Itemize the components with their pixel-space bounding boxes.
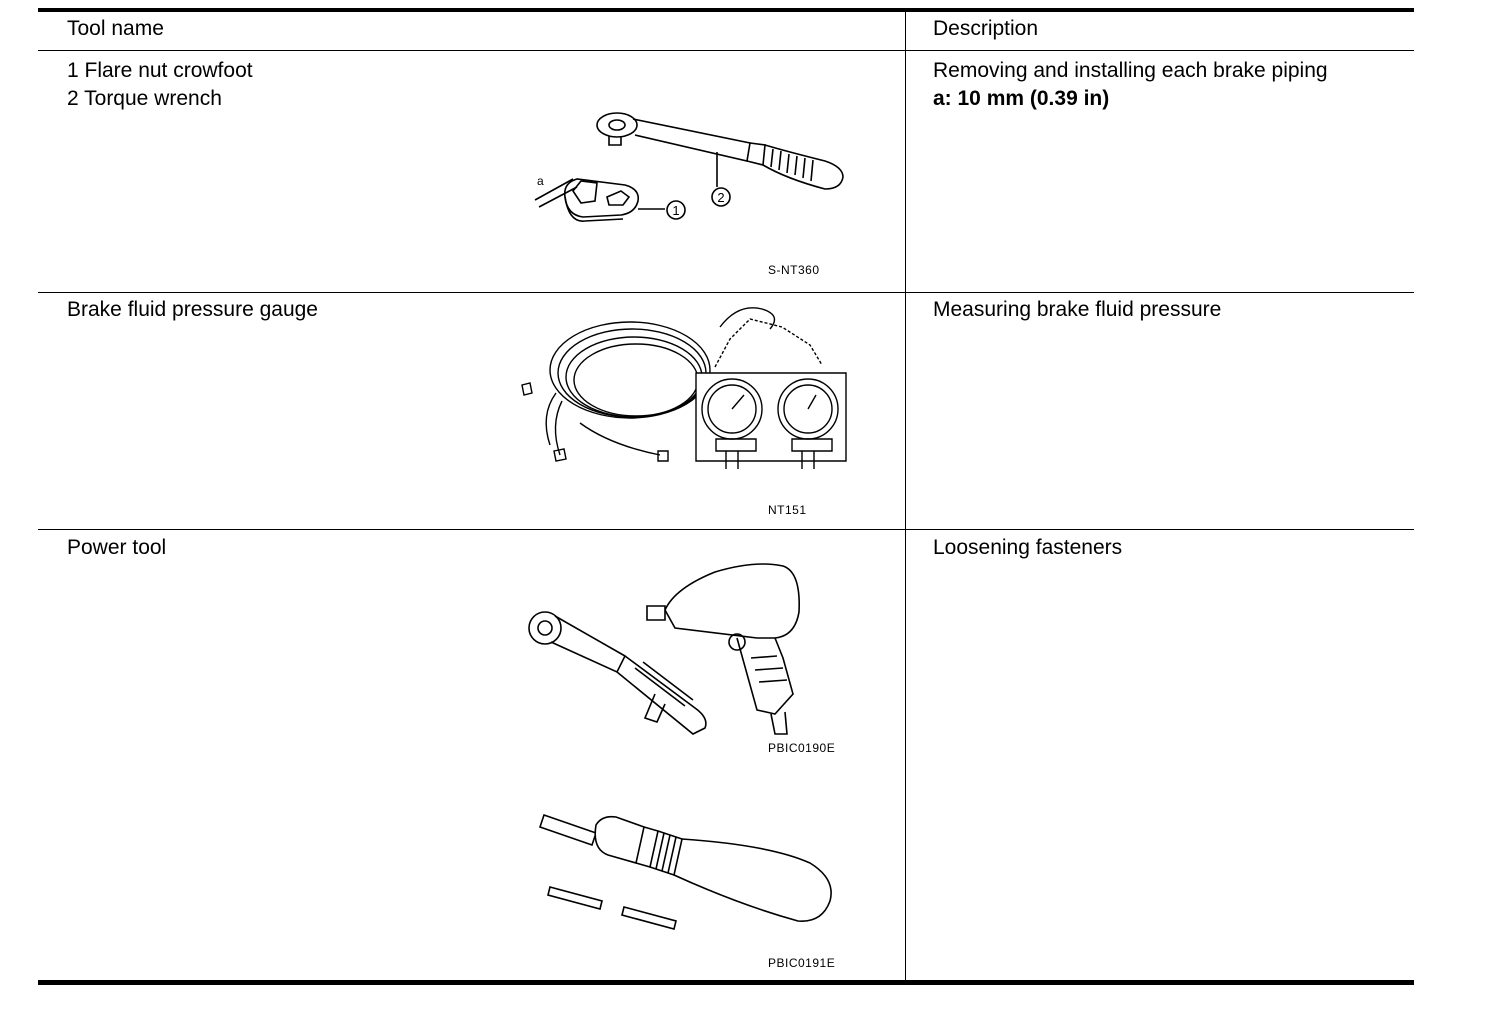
header-description: Description: [933, 17, 1039, 40]
figure-code-pbic0191e: PBIC0191E: [768, 956, 836, 970]
callout-1: 1: [672, 203, 679, 218]
callout-a: a: [537, 174, 544, 188]
callout-2: 2: [717, 190, 724, 205]
figure-code-pbic0190e: PBIC0190E: [768, 741, 836, 755]
row3-description: Loosening fasteners: [933, 536, 1123, 559]
row1-tool-name-line2: 2 Torque wrench: [67, 87, 222, 110]
power-screwdriver-icon: [540, 805, 840, 935]
table-bottom-border: [38, 980, 1414, 985]
figure-code-snt360: S-NT360: [768, 263, 820, 277]
row-divider: [38, 529, 1414, 530]
flare-nut-crowfoot-and-torque-wrench-icon: 2 a 1: [525, 105, 855, 235]
table-top-border: [38, 8, 1414, 12]
row2-tool-name: Brake fluid pressure gauge: [67, 298, 318, 321]
header-tool-name: Tool name: [67, 17, 164, 40]
row1-description: Removing and installing each brake pipin…: [933, 59, 1328, 82]
air-ratchet-and-impact-wrench-icon: [525, 558, 820, 743]
row2-description: Measuring brake fluid pressure: [933, 298, 1222, 321]
brake-fluid-pressure-gauge-icon: [520, 305, 850, 480]
row1-spec: a: 10 mm (0.39 in): [933, 87, 1110, 110]
row3-tool-name: Power tool: [67, 536, 167, 559]
header-divider: [38, 50, 1414, 51]
row-divider: [38, 292, 1414, 293]
column-divider: [905, 10, 906, 982]
figure-code-nt151: NT151: [768, 503, 807, 517]
row1-tool-name-line1: 1 Flare nut crowfoot: [67, 59, 253, 82]
